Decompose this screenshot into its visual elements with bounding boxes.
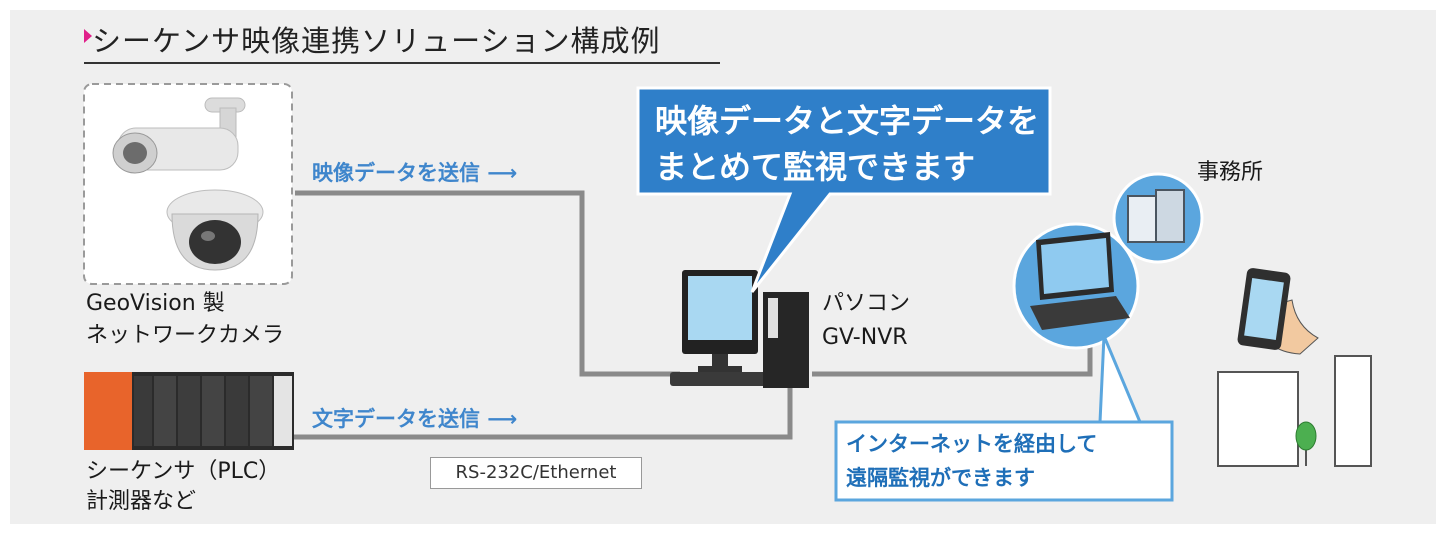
city-buildings-icon — [1217, 355, 1372, 467]
office-label: 事務所 — [1197, 160, 1264, 185]
interface-label: RS-232C/Ethernet — [430, 457, 642, 489]
connection-lines — [245, 190, 1093, 440]
pc-label-line1: パソコン — [822, 291, 911, 316]
pc-icon — [670, 270, 809, 388]
pc-label-line2: GV-NVR — [822, 325, 908, 350]
laptop-icon — [1030, 232, 1130, 330]
smartphone-icon — [1237, 268, 1319, 355]
remote-callout-line2: 遠隔監視ができます — [846, 466, 1035, 490]
camera-label-line1: GeoVision 製 — [86, 291, 225, 316]
page-title: シーケンサ映像連携ソリューション構成例 — [92, 24, 661, 58]
title-marker-icon — [84, 29, 92, 43]
plc-label-line1: シーケンサ（PLC） — [86, 459, 281, 484]
main-callout-bubble — [636, 86, 1052, 293]
camera-label-line2: ネットワークカメラ — [86, 323, 285, 348]
text-send-label: 文字データを送信 ⟶ — [312, 407, 518, 431]
remote-callout-bubble — [834, 335, 1174, 502]
video-send-label: 映像データを送信 ⟶ — [312, 161, 518, 185]
plc-label-line2: 計測器など — [86, 489, 197, 514]
bullet-camera-icon — [112, 97, 246, 174]
title-underline — [84, 62, 720, 64]
main-callout-line2: まとめて監視できます — [655, 148, 976, 186]
plc-rack-icon — [84, 372, 294, 450]
main-callout-line1: 映像データと文字データを — [655, 102, 1040, 140]
remote-callout-line1: インターネットを経由して — [846, 432, 1098, 456]
dome-camera-icon — [166, 189, 264, 271]
office-building-icon — [1127, 189, 1185, 243]
